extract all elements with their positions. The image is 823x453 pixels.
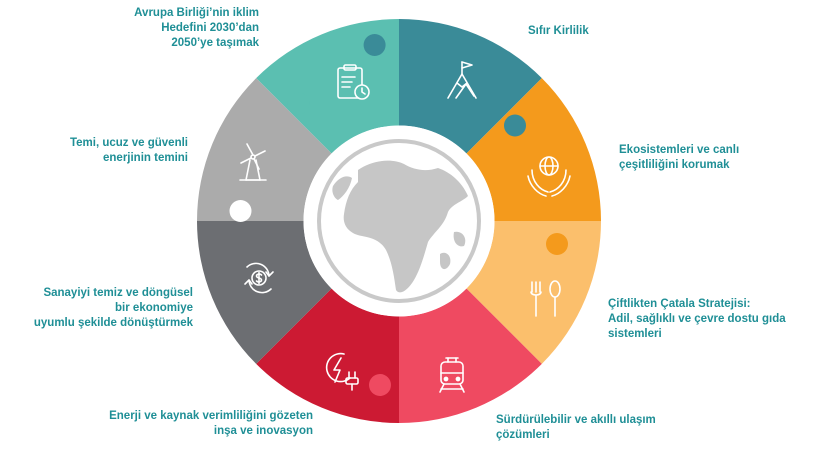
train-icon	[439, 357, 465, 393]
segment-ecosystem	[466, 78, 601, 221]
segment-pollution	[399, 18, 542, 154]
segment-mobility	[399, 288, 542, 423]
puzzle-knob	[287, 92, 310, 115]
hands-globe-icon	[527, 156, 571, 197]
puzzle-knob	[260, 311, 282, 333]
globe-icon	[317, 139, 481, 303]
puzzle-knob	[546, 233, 568, 255]
label-pollution: Sıfır Kirlilik	[528, 25, 589, 37]
segment-farm	[466, 221, 601, 364]
label-mobility: Sürdürülebilir ve akıllı ulaşım çözümler…	[496, 414, 656, 441]
label-industry: Sanayiyi temiz ve döngüsel bir ekonomiye…	[33, 287, 193, 329]
label-ecosystem: Ekosistemleri ve canlı çeşitliliğini kor…	[619, 144, 740, 171]
label-efficiency: Enerji ve kaynak verimliliğini gözeten i…	[109, 410, 313, 437]
puzzle-knob	[461, 357, 484, 379]
clipboard-clock-icon	[337, 64, 370, 100]
label-energy: Temi, ucuz ve güvenli enerjinin temini	[69, 137, 188, 164]
puzzle-knob	[363, 34, 386, 56]
mountain-flag-icon	[447, 61, 477, 99]
circular-dollar-icon	[244, 262, 274, 294]
segment-climate	[256, 19, 399, 154]
puzzle-knob	[504, 114, 526, 137]
windmill-icon	[239, 143, 267, 181]
fork-spoon-icon	[530, 280, 561, 317]
puzzle-knob	[369, 374, 391, 396]
puzzle-knob	[229, 200, 252, 222]
label-farm: Çiftlikten Çatala Stratejisi: Adil, sağl…	[608, 298, 786, 340]
label-climate: Avrupa Birliği’nin iklim Hedefini 2030’d…	[134, 7, 259, 49]
segment-energy	[197, 78, 332, 221]
segment-efficiency	[256, 288, 399, 423]
energy-plug-icon	[325, 352, 359, 391]
